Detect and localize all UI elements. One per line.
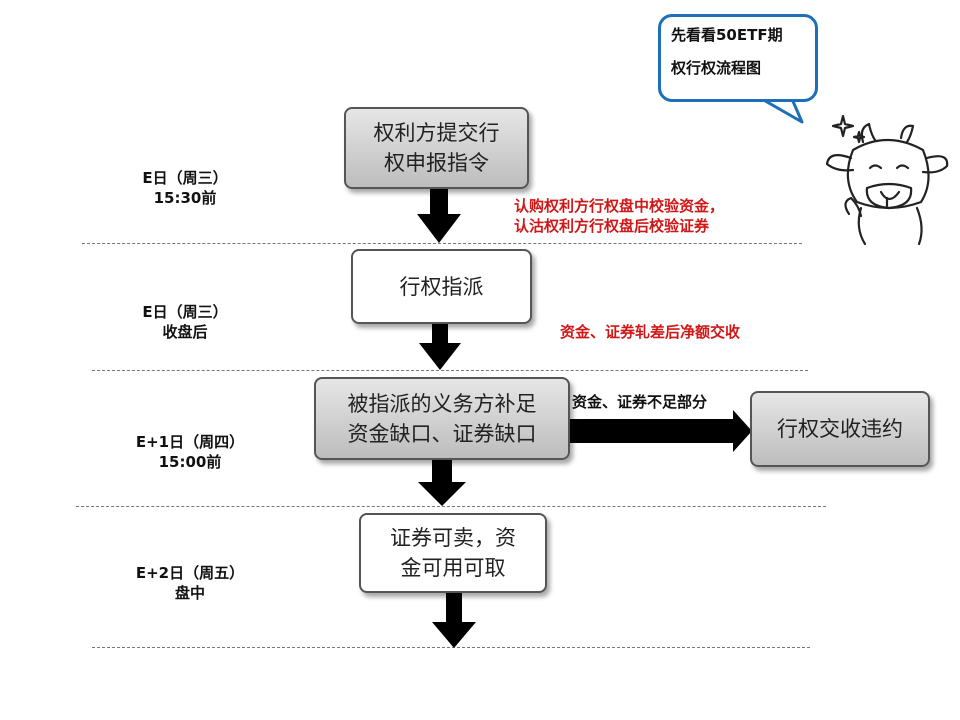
divider-2	[92, 370, 808, 371]
settlement-default-box: 行权交收违约	[750, 391, 930, 467]
divider-4	[92, 647, 810, 648]
day-label-e1-1500: E+1日（周四） 15:00前	[135, 433, 245, 471]
step-securities-funds-available: 证券可卖，资 金可用可取	[359, 513, 547, 593]
cow-mascot-icon	[825, 114, 949, 246]
shortfall-label: 资金、证券不足部分	[572, 393, 708, 411]
divider-3	[76, 506, 826, 507]
divider-1	[82, 243, 802, 244]
day-label-e2-intraday: E+2日（周五） 盘中	[135, 564, 245, 602]
day-label-e-close: E日（周三） 收盘后	[142, 303, 228, 341]
step-exercise-assignment: 行权指派	[351, 249, 532, 324]
down-arrow-3	[418, 460, 466, 506]
down-arrow-4	[432, 593, 476, 648]
note-validation: 认购权利方行权盘中校验资金， 认沽权利方行权盘后校验证券	[514, 197, 725, 235]
note-net-settlement: 资金、证券轧差后净额交收	[560, 323, 741, 341]
down-arrow-1	[417, 188, 461, 243]
step-submit-exercise: 权利方提交行 权申报指令	[344, 107, 529, 189]
speech-bubble: 先看看50ETF期 权行权流程图	[658, 14, 818, 102]
right-arrow	[570, 410, 752, 452]
day-label-e-1530: E日（周三） 15:30前	[142, 169, 228, 207]
down-arrow-2	[419, 324, 461, 370]
step-obligor-cover-shortfall: 被指派的义务方补足 资金缺口、证券缺口	[314, 377, 570, 460]
